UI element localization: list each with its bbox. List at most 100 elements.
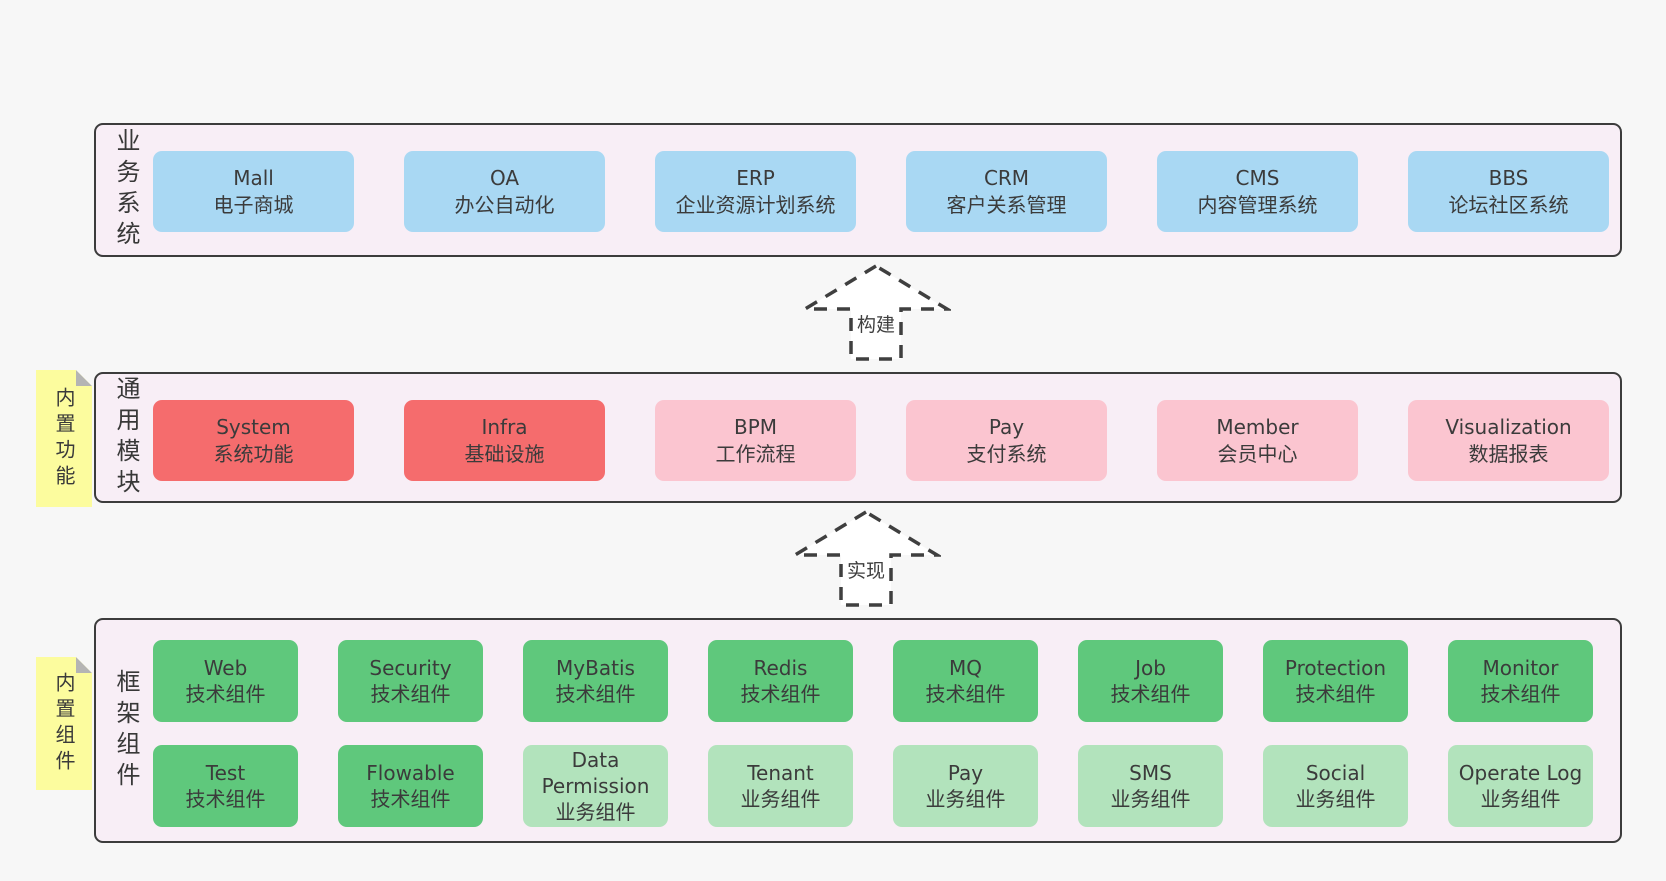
box-crm: CRM 客户关系管理 [906,151,1107,232]
box-title: Social [1305,761,1366,785]
sticky-note-built-in-features: 内置功能 [36,370,92,507]
box-subtitle: 技术组件 [185,682,266,706]
box-infra: Infra 基础设施 [404,400,605,481]
box-title: Protection [1284,656,1387,680]
box-subtitle: 技术组件 [370,787,451,811]
folded-corner-icon [76,370,92,386]
box-redis: Redis 技术组件 [708,640,853,722]
box-subtitle: 技术组件 [185,787,266,811]
box-subtitle: 内容管理系统 [1197,192,1318,217]
box-title: Web [203,656,248,680]
arrow-build: 构建 [801,262,951,364]
box-title: CRM [983,165,1030,190]
box-title: BPM [733,414,778,439]
box-system: System 系统功能 [153,400,354,481]
box-subtitle: 技术组件 [1295,682,1376,706]
box-bbs: BBS 论坛社区系统 [1408,151,1609,232]
box-subtitle: 技术组件 [1110,682,1191,706]
band-label-text: 业务系统 [112,128,140,252]
box-subtitle: 业务组件 [740,787,821,811]
box-bpm: BPM 工作流程 [655,400,856,481]
arrow-build-label: 构建 [856,314,895,336]
box-title: MyBatis [556,656,635,680]
sticky-note-built-in-components: 内置组件 [36,657,92,790]
box-subtitle: 工作流程 [715,441,796,466]
box-subtitle: 电子商城 [213,192,294,217]
box-subtitle: 数据报表 [1468,441,1549,466]
arrow-implement: 实现 [791,508,941,610]
box-title: Job [1135,656,1166,680]
band-business-systems: 业务系统 Mall 电子商城 OA 办公自动化 ERP 企业资源计划系统 CRM… [94,123,1622,257]
box-mq: MQ 技术组件 [893,640,1038,722]
band-label-text: 通用模块 [112,375,140,500]
band-common-modules: 通用模块 System 系统功能 Infra 基础设施 BPM 工作流程 Pay… [94,372,1622,503]
components-row-1: Web 技术组件 Security 技术组件 MyBatis 技术组件 Redi… [153,640,1593,722]
box-subtitle: 技术组件 [555,682,636,706]
box-flowable: Flowable 技术组件 [338,745,483,827]
modules-box-row: System 系统功能 Infra 基础设施 BPM 工作流程 Pay 支付系统… [153,400,1609,481]
band-framework-components: 框架组件 Web 技术组件 Security 技术组件 MyBatis 技术组件… [94,618,1622,843]
box-title: Member [1216,414,1299,439]
box-sms: SMS 业务组件 [1078,745,1223,827]
box-visualization: Visualization 数据报表 [1408,400,1609,481]
box-protection: Protection 技术组件 [1263,640,1408,722]
box-subtitle: 基础设施 [464,441,545,466]
sticky-note-text: 内置功能 [52,386,76,491]
box-subtitle: 技术组件 [1480,682,1561,706]
box-subtitle: 业务组件 [555,800,636,824]
box-title: CMS [1235,165,1280,190]
box-title: Test [205,761,246,785]
box-member: Member 会员中心 [1157,400,1358,481]
box-title: OA [489,165,520,190]
business-box-row: Mall 电子商城 OA 办公自动化 ERP 企业资源计划系统 CRM 客户关系… [153,151,1609,232]
box-title: Infra [481,414,528,439]
folded-corner-icon [76,657,92,673]
up-arrow-icon [801,263,951,361]
band-label-common-modules: 通用模块 [104,374,148,501]
box-pay-system: Pay 支付系统 [906,400,1107,481]
box-oa: OA 办公自动化 [404,151,605,232]
box-mybatis: MyBatis 技术组件 [523,640,668,722]
box-subtitle: 业务组件 [1480,787,1561,811]
box-subtitle: 支付系统 [966,441,1047,466]
box-monitor: Monitor 技术组件 [1448,640,1593,722]
box-title: Operate Log [1458,761,1583,785]
box-title: MQ [949,656,982,680]
box-subtitle: 系统功能 [213,441,294,466]
sticky-note-text: 内置组件 [52,671,76,776]
arrow-implement-label: 实现 [846,560,885,582]
band-label-business-systems: 业务系统 [104,125,148,255]
box-subtitle: 企业资源计划系统 [675,192,836,217]
box-title: Data Permission [541,748,650,798]
box-title: Flowable [366,761,455,785]
box-title: Monitor [1482,656,1559,680]
band-label-text: 框架组件 [112,668,140,793]
box-title: Tenant [747,761,814,785]
box-title: Redis [753,656,808,680]
box-security: Security 技术组件 [338,640,483,722]
box-subtitle: 客户关系管理 [946,192,1067,217]
box-pay-component: Pay 业务组件 [893,745,1038,827]
box-title: ERP [736,165,775,190]
box-social: Social 业务组件 [1263,745,1408,827]
box-job: Job 技术组件 [1078,640,1223,722]
box-title: Pay [947,761,984,785]
box-tenant: Tenant 业务组件 [708,745,853,827]
components-row-2: Test 技术组件 Flowable 技术组件 Data Permission … [153,745,1593,827]
box-subtitle: 会员中心 [1217,441,1298,466]
up-arrow-icon [791,509,941,607]
box-subtitle: 办公自动化 [454,192,555,217]
box-subtitle: 论坛社区系统 [1448,192,1569,217]
box-cms: CMS 内容管理系统 [1157,151,1358,232]
box-title: BBS [1488,165,1529,190]
box-operate-log: Operate Log 业务组件 [1448,745,1593,827]
box-subtitle: 技术组件 [925,682,1006,706]
box-web: Web 技术组件 [153,640,298,722]
box-subtitle: 业务组件 [925,787,1006,811]
box-erp: ERP 企业资源计划系统 [655,151,856,232]
box-title: System [216,414,291,439]
box-title: SMS [1129,761,1172,785]
box-mall: Mall 电子商城 [153,151,354,232]
box-title: Visualization [1445,414,1572,439]
